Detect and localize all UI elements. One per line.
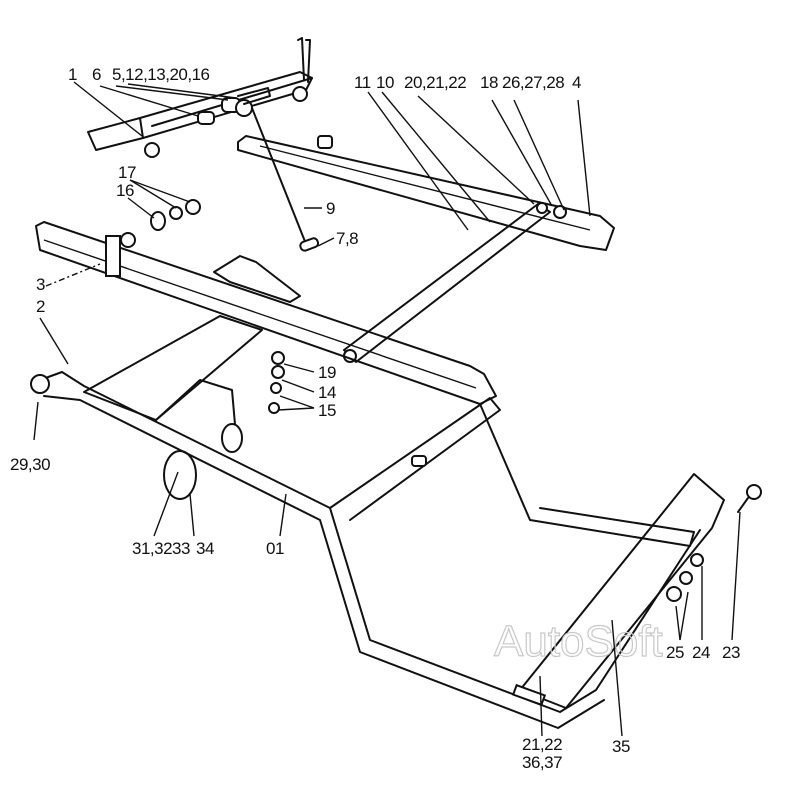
bushing — [197, 111, 215, 125]
part-label: 1 — [68, 65, 77, 84]
part-label: 4 — [572, 73, 581, 92]
nut — [679, 571, 693, 585]
washer — [150, 211, 166, 231]
part-label: 16 — [116, 181, 134, 200]
pin — [299, 237, 320, 252]
nut — [270, 382, 282, 394]
part-label: 6 — [92, 65, 101, 84]
part-label: 31,3233 — [132, 539, 190, 558]
part-label: 2 — [36, 297, 45, 316]
part-label: 15 — [318, 401, 336, 420]
caster-wheel — [163, 450, 197, 500]
part-label: 19 — [318, 363, 336, 382]
nut — [169, 206, 183, 220]
part-label: 36,37 — [522, 753, 562, 772]
bolt-shank — [737, 497, 749, 513]
part-label: 20,21,22 — [404, 73, 466, 92]
lower-frame — [30, 371, 701, 729]
plate — [519, 473, 725, 709]
part-label: 35 — [612, 737, 630, 756]
washer — [690, 553, 704, 567]
pivot — [30, 374, 50, 394]
main-beam — [35, 221, 497, 405]
washer — [271, 351, 285, 365]
part-label: 23 — [722, 643, 740, 662]
part-label: 3 — [36, 275, 45, 294]
part-label: 26,27,28 — [502, 73, 564, 92]
part-label: 18 — [480, 73, 498, 92]
bolt-head — [746, 484, 762, 500]
part-label: 7,8 — [336, 229, 358, 248]
nut — [666, 586, 682, 602]
part-label: 25 — [666, 643, 684, 662]
platform-leg — [155, 379, 237, 437]
part-label: 5,12,13,20,16 — [112, 65, 210, 84]
crossbar — [343, 203, 551, 363]
leader-dashed — [45, 263, 101, 287]
rail — [237, 135, 615, 251]
part-label: 17 — [118, 163, 136, 182]
part-label: 34 — [196, 539, 214, 558]
part-label: 9 — [326, 199, 335, 218]
part-label: 21,22 — [522, 735, 562, 754]
caster-wheel — [221, 423, 243, 453]
tow-bar-wheel-right — [292, 86, 308, 102]
tow-bar — [87, 37, 313, 158]
rod — [251, 107, 307, 245]
washer — [271, 365, 285, 379]
nut — [268, 402, 280, 414]
part-label: 14 — [318, 383, 336, 402]
part-label: 01 — [266, 539, 284, 558]
part-label: 10 — [376, 73, 394, 92]
part-label: 24 — [692, 643, 710, 662]
part-label: 11 — [354, 73, 371, 92]
crossbar-bolt — [536, 202, 548, 214]
bracket — [213, 255, 301, 303]
nut — [185, 199, 201, 215]
leader-lines — [33, 81, 741, 737]
tow-bar-wheel-left — [144, 142, 160, 158]
watermark: AutoSoft — [494, 617, 663, 666]
part-label: 29,30 — [10, 455, 50, 474]
